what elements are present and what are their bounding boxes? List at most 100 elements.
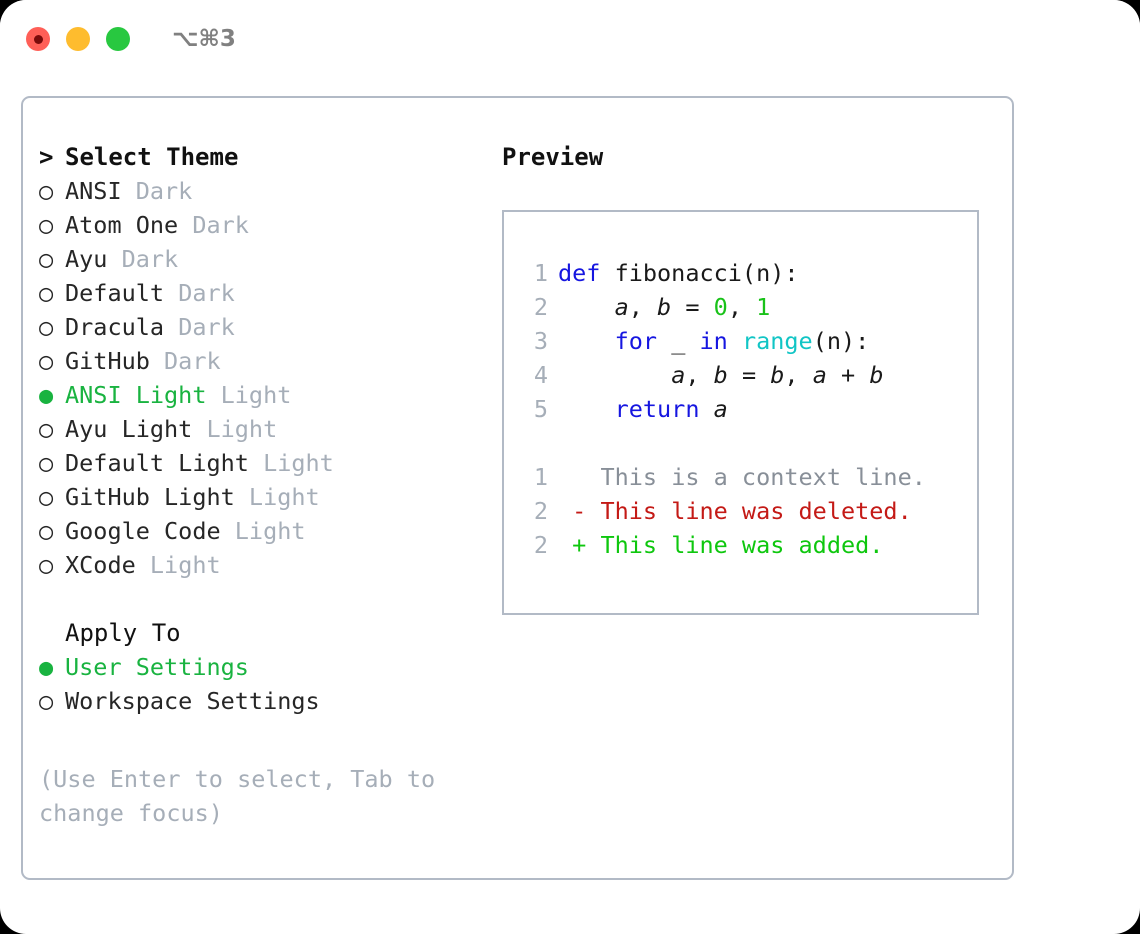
theme-list-item[interactable]: ○ANSI Dark xyxy=(39,174,489,208)
theme-kind-badge: Dark xyxy=(121,177,193,205)
line-number: 2 xyxy=(533,293,548,321)
apply-to-option[interactable]: ○Workspace Settings xyxy=(39,684,489,718)
line-number: 4 xyxy=(533,361,548,389)
theme-picker-pane: >Select Theme ○ANSI Dark○Atom One Dark○A… xyxy=(39,140,489,718)
theme-picker-card: >Select Theme ○ANSI Dark○Atom One Dark○A… xyxy=(21,96,1014,880)
line-number: 1 xyxy=(533,463,548,491)
code-token xyxy=(699,395,713,423)
code-token: , xyxy=(628,293,658,321)
theme-list: ○ANSI Dark○Atom One Dark○Ayu Dark○Defaul… xyxy=(39,174,489,582)
traffic-lights xyxy=(26,27,146,51)
line-number: 5 xyxy=(533,395,548,423)
code-token: a xyxy=(812,361,827,389)
close-button[interactable] xyxy=(26,27,50,51)
theme-kind-badge: Dark xyxy=(107,245,179,273)
radio-unselected-icon: ○ xyxy=(39,449,54,477)
radio-unselected-icon: ○ xyxy=(39,415,54,443)
theme-list-item[interactable]: ○Default Light Light xyxy=(39,446,489,480)
radio-unselected-icon: ○ xyxy=(39,177,54,205)
code-token: a xyxy=(713,395,728,423)
theme-name: Ayu xyxy=(65,245,108,273)
theme-name: Dracula xyxy=(65,313,165,341)
theme-kind-badge: Light xyxy=(206,381,292,409)
line-number: 2 xyxy=(533,531,548,559)
diff-sign: + xyxy=(558,531,601,559)
code-token: , xyxy=(784,361,813,389)
diff-text: This line was deleted. xyxy=(600,497,912,525)
theme-list-item[interactable]: ● ANSI Light Light xyxy=(39,378,489,412)
radio-unselected-icon: ○ xyxy=(39,313,54,341)
code-token: in xyxy=(699,327,728,355)
theme-name: GitHub Light xyxy=(65,483,235,511)
theme-name: Ayu Light xyxy=(65,415,193,443)
theme-list-item[interactable]: ○ Ayu Dark xyxy=(39,242,489,276)
code-token: b xyxy=(770,361,785,389)
apply-to-option-label: User Settings xyxy=(65,653,249,681)
theme-kind-badge: Light xyxy=(234,483,320,511)
code-line: 2 a, b = 0, 1 xyxy=(520,290,977,324)
radio-unselected-icon: ○ xyxy=(39,517,54,545)
list-spacer xyxy=(39,582,489,616)
code-line: 1 def fibonacci(n): xyxy=(520,256,977,290)
preview-pane: Preview 1 def fibonacci(n): 2 a, b = 0, 1 3… xyxy=(502,140,992,615)
diff-text: This line was added. xyxy=(600,531,884,559)
apply-to-option-label: Workspace Settings xyxy=(65,687,320,715)
line-number: 2 xyxy=(533,497,548,525)
theme-kind-badge: Light xyxy=(192,415,278,443)
code-token: return xyxy=(614,395,700,423)
code-diff-separator xyxy=(520,426,977,460)
theme-name: ANSI Light xyxy=(65,381,207,409)
radio-unselected-icon: ○ xyxy=(39,279,54,307)
theme-list-item[interactable]: ○ Dracula Dark xyxy=(39,310,489,344)
line-number: 3 xyxy=(533,327,548,355)
code-token: a xyxy=(671,361,686,389)
theme-kind-badge: Light xyxy=(135,551,221,579)
code-token: (n): xyxy=(812,327,870,355)
code-token: b xyxy=(657,293,672,321)
theme-list-item[interactable]: ○Google Code Light xyxy=(39,514,489,548)
diff-sign: - xyxy=(558,497,601,525)
code-token: b xyxy=(869,361,884,389)
theme-list-item[interactable]: ○Atom One Dark xyxy=(39,208,489,242)
theme-name: GitHub xyxy=(65,347,150,375)
radio-unselected-icon: ○ xyxy=(39,245,54,273)
code-token: , xyxy=(727,293,757,321)
line-number: 1 xyxy=(533,259,548,287)
title-bar: ⌥⌘3 xyxy=(0,0,1140,78)
radio-unselected-icon: ○ xyxy=(39,347,54,375)
code-token: = xyxy=(671,293,714,321)
code-token: + xyxy=(826,361,870,389)
code-token xyxy=(558,395,615,423)
theme-name: Default Light xyxy=(65,449,249,477)
theme-list-item[interactable]: ○ Ayu Light Light xyxy=(39,412,489,446)
theme-name: XCode xyxy=(65,551,136,579)
code-token: 1 xyxy=(756,293,771,321)
theme-list-item[interactable]: ○ GitHub Light Light xyxy=(39,480,489,514)
radio-unselected-icon: ○ xyxy=(39,551,54,579)
prompt-marker-icon: > xyxy=(39,143,54,171)
theme-list-item[interactable]: ○Default Dark xyxy=(39,276,489,310)
code-token: 0 xyxy=(713,293,728,321)
apply-to-option[interactable]: ●User Settings xyxy=(39,650,489,684)
code-token: def xyxy=(558,259,615,287)
radio-selected-icon: ● xyxy=(39,381,54,409)
code-token: range xyxy=(741,327,813,355)
code-token: fibonacci(n): xyxy=(614,259,799,287)
keyboard-shortcut-label: ⌥⌘3 xyxy=(172,26,236,52)
diff-sample: 1 This is a context line.2 - This line w… xyxy=(520,460,977,562)
theme-kind-badge: Dark xyxy=(164,313,235,341)
minimize-button[interactable] xyxy=(66,27,90,51)
theme-list-item[interactable]: ○GitHub Dark xyxy=(39,344,489,378)
theme-kind-badge: Light xyxy=(220,517,306,545)
radio-unselected-icon: ○ xyxy=(39,211,54,239)
diff-sign xyxy=(558,463,600,491)
apply-to-heading-label: Apply To xyxy=(65,619,181,647)
code-token: , xyxy=(685,361,714,389)
preview-heading: Preview xyxy=(502,143,604,171)
apply-to-list: ●User Settings○Workspace Settings xyxy=(39,650,489,718)
theme-list-item[interactable]: ○ XCode Light xyxy=(39,548,489,582)
maximize-button[interactable] xyxy=(106,27,130,51)
radio-unselected-icon: ○ xyxy=(39,483,54,511)
code-line: 5 return a xyxy=(520,392,977,426)
